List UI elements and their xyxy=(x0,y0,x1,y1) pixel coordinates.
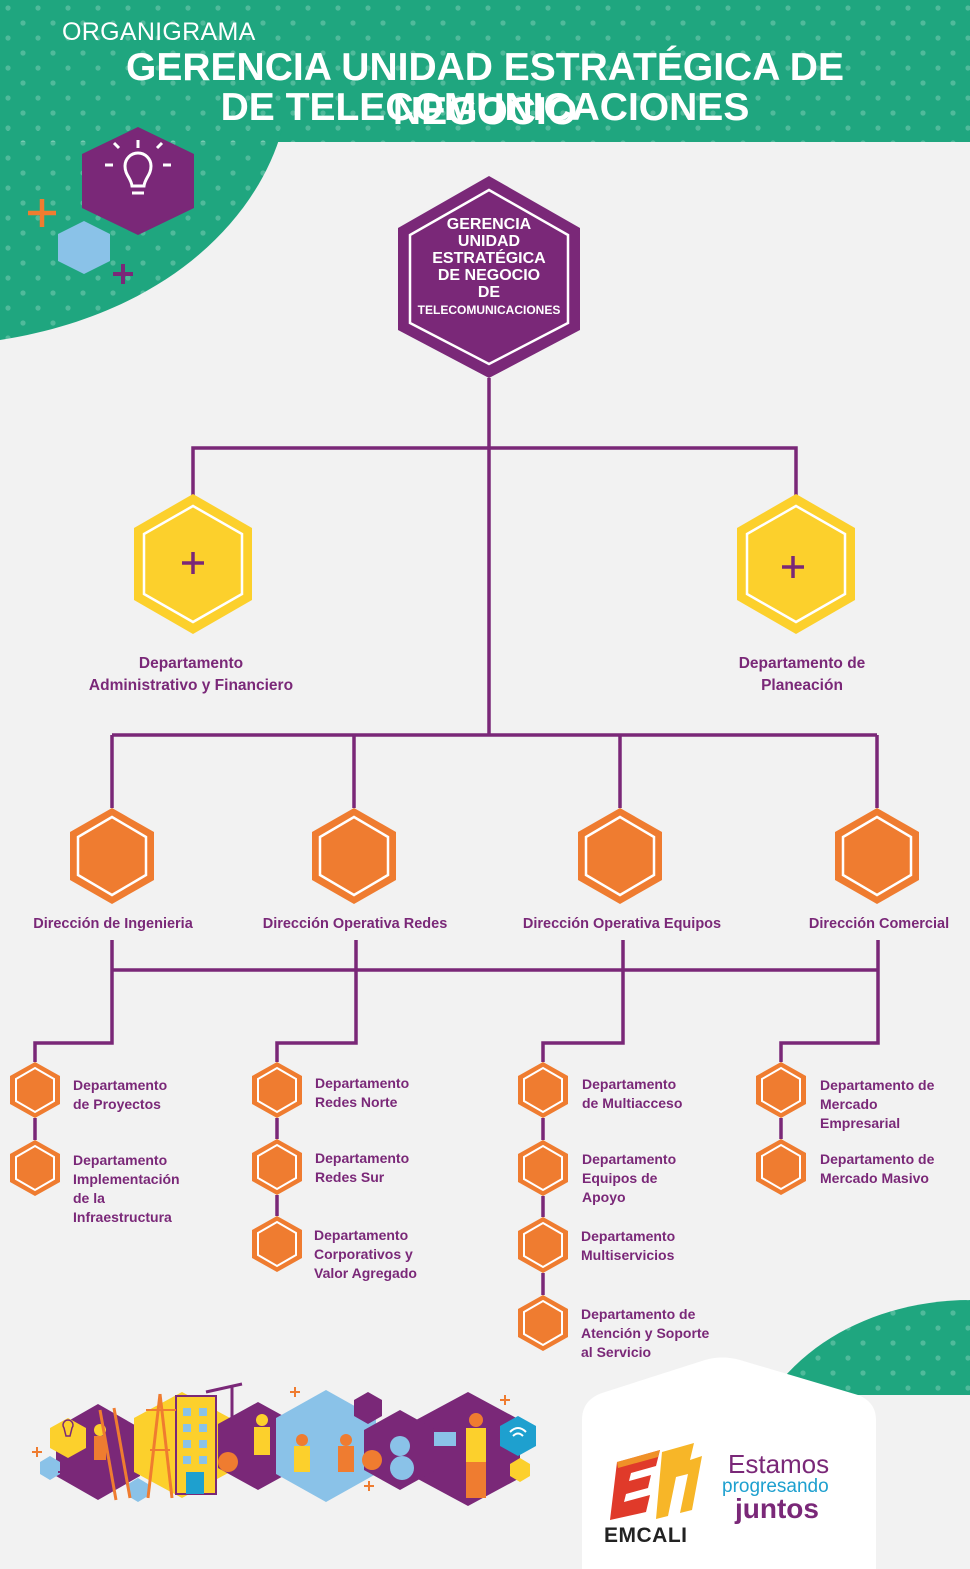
dept-multiacceso-label: Departamento de Multiacceso xyxy=(582,1076,683,1111)
dept-equipos-apoyo-node[interactable] xyxy=(518,1140,568,1196)
header-title-line1: GERENCIA UNIDAD ESTRATÉGICA DE NEGOCIO xyxy=(126,46,844,133)
orange-plus-decoration xyxy=(28,199,56,227)
admin-financial-node[interactable] xyxy=(134,494,252,634)
dept-multiacceso-node[interactable] xyxy=(518,1062,568,1118)
dept-proyectos-label: Departamento de Proyectos xyxy=(73,1077,168,1112)
dept-atencion-soporte-node[interactable] xyxy=(518,1295,568,1351)
plus-icon xyxy=(782,556,804,578)
direction-ingenieria-node[interactable] xyxy=(70,808,154,904)
dept-multiservicios-label: Departamento Multiservicios xyxy=(581,1228,676,1263)
direction-equipos-label: Dirección Operativa Equipos xyxy=(522,916,722,932)
root-label-line4: DE NEGOCIO xyxy=(437,267,541,284)
dept-mercado-masivo-label: Departamento de Mercado Masivo xyxy=(820,1151,935,1186)
dept-multiservicios-node[interactable] xyxy=(518,1217,568,1273)
slogan-line3: juntos xyxy=(735,1493,819,1524)
footer-brand-background xyxy=(582,1300,970,1569)
root-label-line3: ESTRATÉGICA xyxy=(432,250,546,267)
planning-node[interactable] xyxy=(737,494,855,634)
direction-comercial-label: Dirección Comercial xyxy=(808,916,950,932)
footer-illustration xyxy=(32,1382,536,1506)
direction-redes-label: Dirección Operativa Redes xyxy=(262,916,448,932)
root-label-line1: GERENCIA xyxy=(446,216,532,233)
connector-lines xyxy=(33,378,880,1295)
root-label-line2: UNIDAD xyxy=(457,233,521,250)
direction-redes-node[interactable] xyxy=(312,808,396,904)
emcali-logo-icon xyxy=(610,1443,702,1520)
dept-corporativos-node[interactable] xyxy=(252,1216,302,1272)
dept-proyectos-node[interactable] xyxy=(10,1062,60,1118)
admin-financial-label: Departamento Administrativo y Financiero xyxy=(88,655,294,694)
direction-ingenieria-label: Dirección de Ingenieria xyxy=(33,916,193,932)
planning-label: Departamento de Planeación xyxy=(738,655,866,694)
direction-equipos-node[interactable] xyxy=(578,808,662,904)
dept-mercado-empresarial-label: Departamento de Mercado Empresarial xyxy=(820,1077,935,1131)
dept-redes-sur-label: Departamento Redes Sur xyxy=(315,1150,410,1185)
header-subtitle: ORGANIGRAMA xyxy=(62,18,256,46)
lightbulb-icon xyxy=(82,127,194,235)
plus-icon xyxy=(182,552,204,574)
dept-redes-norte-node[interactable] xyxy=(252,1062,302,1118)
dept-redes-norte-label: Departamento Redes Norte xyxy=(315,1075,410,1110)
dept-corporativos-label: Departamento Corporativos y Valor Agrega… xyxy=(314,1227,417,1281)
dept-implementacion-label: Departamento Implementación de la Infrae… xyxy=(73,1152,180,1225)
root-node-hexagon[interactable] xyxy=(398,176,580,378)
dept-mercado-empresarial-node[interactable] xyxy=(756,1062,806,1118)
purple-plus-decoration xyxy=(113,264,133,284)
dept-atencion-soporte-label: Departamento de Atención y Soporte al Se… xyxy=(581,1306,710,1360)
direction-comercial-node[interactable] xyxy=(835,808,919,904)
root-node-label: GERENCIA UNIDAD ESTRATÉGICA DE NEGOCIO D… xyxy=(400,216,578,319)
header-band xyxy=(0,0,970,340)
blue-hexagon-decoration xyxy=(58,221,110,274)
dept-mercado-masivo-node[interactable] xyxy=(756,1139,806,1195)
slogan-line2: progresando xyxy=(722,1476,829,1497)
root-label-line5: DE xyxy=(477,284,501,301)
dept-implementacion-node[interactable] xyxy=(10,1140,60,1196)
brand-name: EMCALI xyxy=(604,1524,688,1547)
dept-equipos-apoyo-label: Departamento Equipos de Apoyo xyxy=(582,1151,677,1205)
slogan-line1: Estamos xyxy=(728,1449,830,1479)
dept-redes-sur-node[interactable] xyxy=(252,1139,302,1195)
header-title-line2: DE TELECOMUNICACIONES xyxy=(220,86,750,129)
root-label-line6: TELECOMUNICACIONES xyxy=(417,303,561,317)
